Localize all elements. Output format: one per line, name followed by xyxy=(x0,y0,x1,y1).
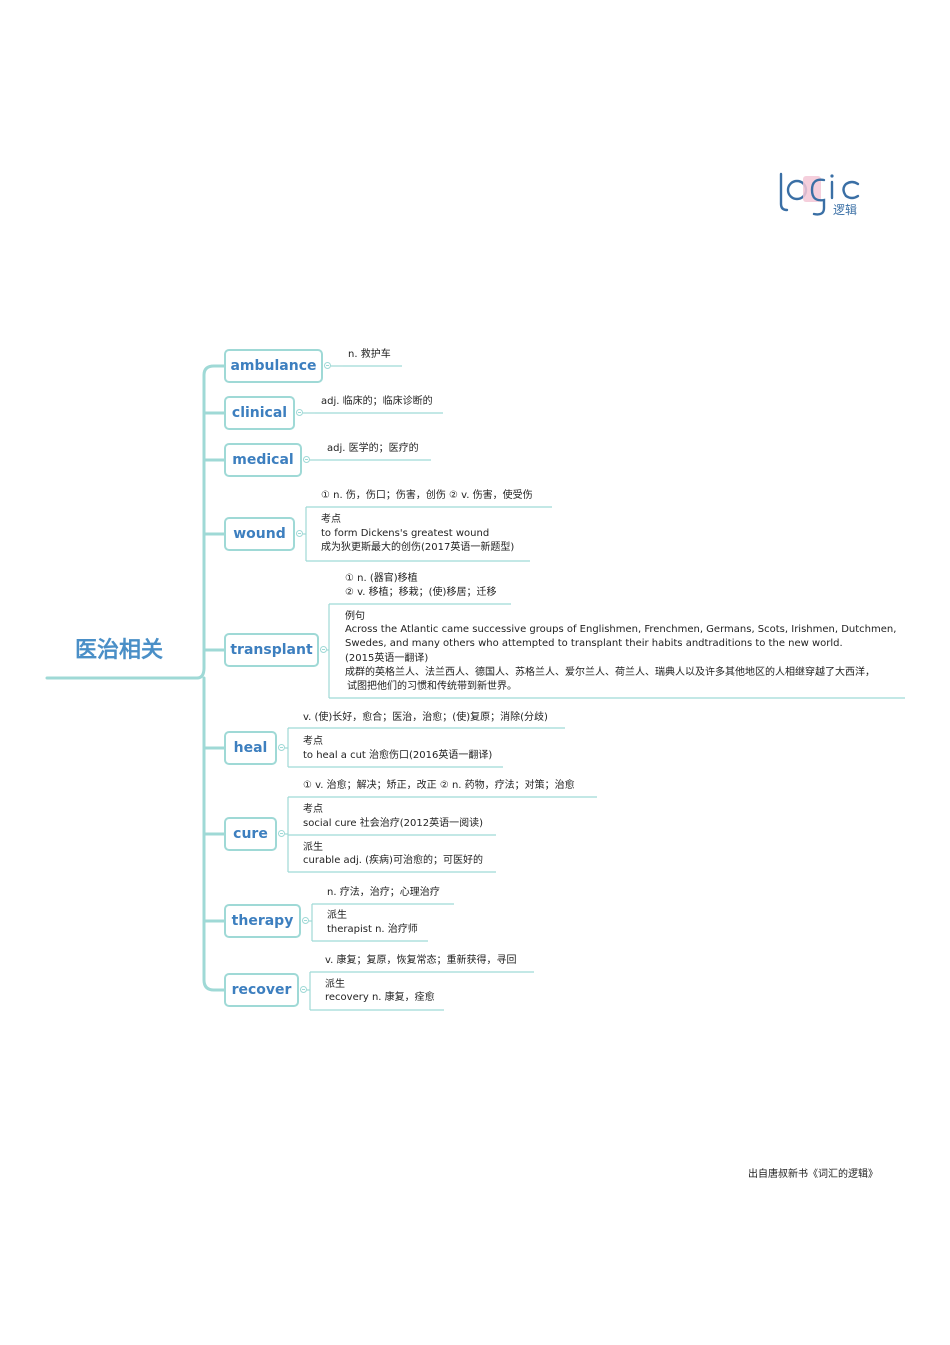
heal-definition: v. (使)长好，愈合；医治，治愈；(使)复原；消除(分歧) xyxy=(303,712,548,723)
source-credit: 出自唐叔新书《词汇的逻辑》 xyxy=(748,1169,878,1180)
collapse-toggle-icon[interactable] xyxy=(300,986,307,993)
transplant-example-heading: 例句 xyxy=(345,611,365,622)
node-heal[interactable]: heal xyxy=(224,731,277,765)
cure-note-heading: 考点 xyxy=(303,804,323,815)
node-wound[interactable]: wound xyxy=(224,517,295,551)
collapse-toggle-icon[interactable] xyxy=(302,917,309,924)
transplant-example-line: Swedes, and many others who attempted to… xyxy=(345,638,843,649)
logo-mark xyxy=(779,172,860,216)
wound-note-heading: 考点 xyxy=(321,514,341,525)
transplant-definition-noun: ① n. (器官)移植 xyxy=(345,573,418,584)
transplant-example-line: Across the Atlantic came successive grou… xyxy=(345,624,897,635)
recover-derivative-heading: 派生 xyxy=(325,979,345,990)
collapse-toggle-icon[interactable] xyxy=(303,456,310,463)
transplant-example-source: (2015英语一翻译) xyxy=(345,653,429,664)
cure-derivative-line: curable adj. (疾病)可治愈的；可医好的 xyxy=(303,855,483,866)
node-cure[interactable]: cure xyxy=(224,817,277,851)
collapse-toggle-icon[interactable] xyxy=(278,830,285,837)
therapy-derivative-heading: 派生 xyxy=(327,910,347,921)
node-recover[interactable]: recover xyxy=(224,973,299,1007)
cure-derivative-heading: 派生 xyxy=(303,842,323,853)
transplant-definition-verb: ② v. 移植；移栽；(使)移居；迁移 xyxy=(345,587,497,598)
wound-note-line: to form Dickens's greatest wound xyxy=(321,528,490,539)
node-medical[interactable]: medical xyxy=(224,443,302,477)
medical-definition: adj. 医学的；医疗的 xyxy=(327,443,419,454)
transplant-example-translation: 成群的英格兰人、法兰西人、德国人、苏格兰人、爱尔兰人、荷兰人、瑞典人以及许多其他… xyxy=(345,667,875,678)
clinical-definition: adj. 临床的；临床诊断的 xyxy=(321,396,433,407)
collapse-toggle-icon[interactable] xyxy=(296,409,303,416)
recover-derivative-line: recovery n. 康复，痊愈 xyxy=(325,992,435,1003)
recover-definition: v. 康复；复原，恢复常态；重新获得，寻回 xyxy=(325,955,517,966)
transplant-example-translation: 试图把他们的习惯和传统带到新世界。 xyxy=(347,681,517,692)
heal-note-heading: 考点 xyxy=(303,736,323,747)
logo-subtitle: 逻辑 xyxy=(833,203,858,217)
ambulance-definition: n. 救护车 xyxy=(348,349,391,360)
cure-note-line: social cure 社会治疗(2012英语一阅读) xyxy=(303,818,483,829)
therapy-definition: n. 疗法，治疗；心理治疗 xyxy=(327,887,440,898)
collapse-toggle-icon[interactable] xyxy=(278,744,285,751)
node-ambulance[interactable]: ambulance xyxy=(224,349,323,383)
wound-definition: ① n. 伤，伤口；伤害，创伤 ② v. 伤害，使受伤 xyxy=(321,490,533,501)
node-transplant[interactable]: transplant xyxy=(224,633,319,667)
central-topic[interactable]: 医治相关 xyxy=(75,638,164,663)
collapse-toggle-icon[interactable] xyxy=(320,646,327,653)
node-therapy[interactable]: therapy xyxy=(224,904,301,938)
therapy-derivative-line: therapist n. 治疗师 xyxy=(327,924,418,935)
heal-note-line: to heal a cut 治愈伤口(2016英语一翻译) xyxy=(303,750,493,761)
wound-note-translation: 成为狄更斯最大的创伤(2017英语一新题型) xyxy=(321,542,515,553)
collapse-toggle-icon[interactable] xyxy=(296,530,303,537)
node-clinical[interactable]: clinical xyxy=(224,396,295,430)
collapse-toggle-icon[interactable] xyxy=(324,362,331,369)
cure-definition: ① v. 治愈；解决；矫正，改正 ② n. 药物，疗法；对策；治愈 xyxy=(303,780,575,791)
